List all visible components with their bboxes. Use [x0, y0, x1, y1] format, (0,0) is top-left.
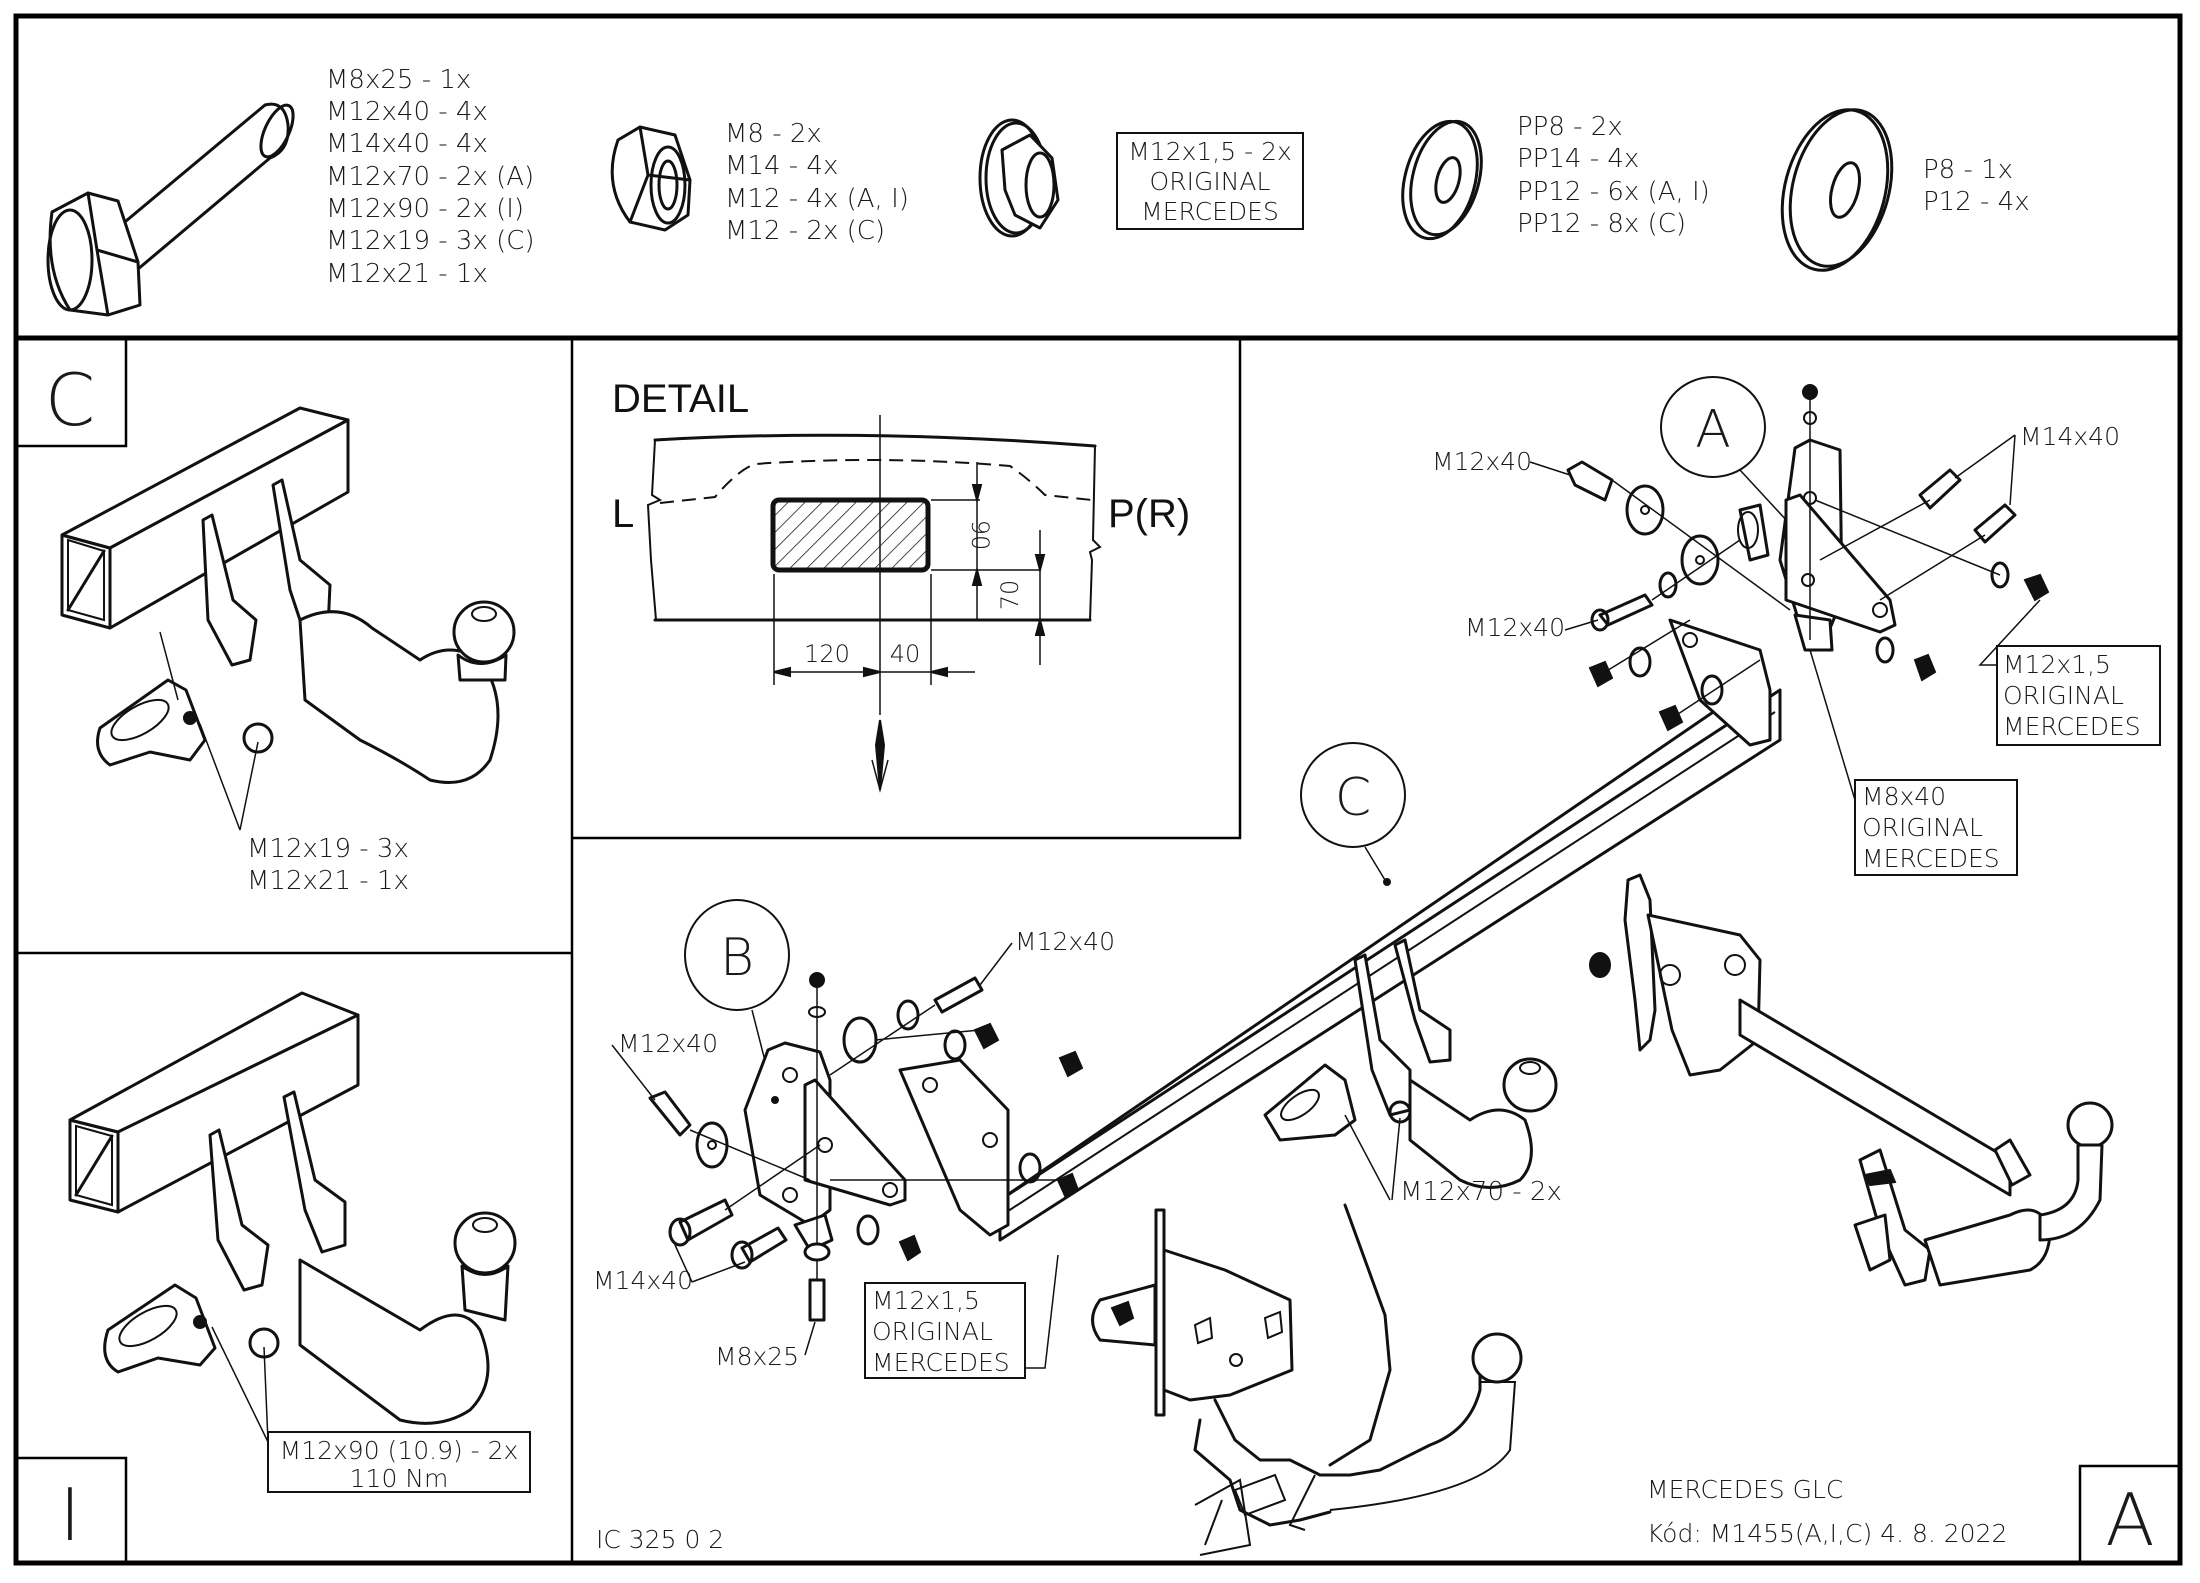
variant-label: A	[2105, 1478, 2154, 1562]
callout-m12x40: M12x40	[1432, 447, 1532, 476]
callout-m12x70: M12x70 - 2x	[1400, 1177, 1562, 1207]
callout-m12x40: M12x40	[1015, 927, 1115, 956]
side-elevation-view	[1091, 1203, 1523, 1556]
callout-line: 110 Nm	[350, 1464, 449, 1493]
bolt-spec: M12x90 - 2x (I)	[326, 194, 524, 224]
dim-left: 120	[804, 640, 850, 668]
detail-title: DETAIL	[612, 377, 749, 421]
small-washer-icon	[1401, 119, 1483, 241]
callout-line: M12x90 (10.9) - 2x	[280, 1436, 519, 1465]
panel-c-towbar-drawing	[60, 406, 516, 831]
washer-spec: P12 - 4x	[1923, 187, 2030, 217]
balloon-a: A	[1660, 376, 1801, 536]
balloon-a-label: A	[1695, 400, 1731, 460]
washer-spec: PP12 - 6x (A, I)	[1517, 177, 1710, 207]
panel-c-label: C	[45, 358, 95, 442]
panel-c-callout: M12x19 - 3x M12x21 - 1x	[247, 834, 409, 896]
flange-nut-icon	[978, 118, 1060, 238]
callout-line: M12x21 - 1x	[247, 866, 409, 896]
box-line: ORIGINAL	[1150, 167, 1271, 196]
drawing-frame	[13, 13, 2183, 1566]
dim-right: 40	[890, 640, 921, 668]
small-washer-specs: PP8 - 2x PP14 - 4x PP12 - 6x (A, I) PP12…	[1517, 112, 1710, 239]
bolt-spec: M12x21 - 1x	[326, 259, 488, 289]
bolt-icon	[46, 102, 295, 317]
bolt-spec: M14x40 - 4x	[326, 129, 488, 159]
box-line: M12x1,5 - 2x	[1128, 137, 1292, 166]
panel-i-label-box: I	[16, 1456, 128, 1563]
panel-i-towbar-drawing	[68, 991, 517, 1443]
bracket-a-assembly	[1566, 384, 2050, 732]
detail-right-label: P(R)	[1108, 492, 1190, 536]
large-washer-icon	[1780, 108, 1894, 272]
hex-nut-icon	[610, 125, 692, 232]
box-line: M12x1,5	[2003, 650, 2111, 679]
drawing-number: IC 325 0 2	[596, 1525, 724, 1554]
panel-i-callout-box: M12x90 (10.9) - 2x 110 Nm	[267, 1431, 531, 1493]
bracket-a-callouts: M12x40 M12x40 M14x40 M12x1,5 ORIGINAL ME…	[1432, 422, 2161, 876]
detail-view: DETAIL L P(R) 90 70 120 40	[612, 377, 1190, 793]
callout-m14x40: M14x40	[593, 1266, 693, 1295]
box-line: MERCEDES	[1141, 197, 1279, 226]
callout-m8x25: M8x25	[715, 1342, 799, 1371]
nut-spec: M12 - 2x (C)	[725, 216, 885, 246]
callout-line: M12x19 - 3x	[247, 834, 409, 864]
bracket-b-callouts: M12x40 M12x40 M14x40 M8x25 M12x1,5 ORIGI…	[593, 927, 1115, 1379]
nut-specs: M8 - 2x M14 - 4x M12 - 4x (A, I) M12 - 2…	[725, 119, 909, 246]
nut-spec: M14 - 4x	[725, 151, 838, 181]
balloon-b-label: B	[720, 928, 754, 988]
panel-c-label-box: C	[16, 338, 128, 448]
vehicle-model: MERCEDES GLC	[1647, 1475, 1843, 1504]
washer-spec: PP12 - 8x (C)	[1517, 209, 1686, 239]
nut-spec: M8 - 2x	[725, 119, 822, 149]
balloon-c-label: C	[1335, 768, 1371, 828]
bolt-specs: M8x25 - 1x M12x40 - 4x M14x40 - 4x M12x7…	[326, 65, 535, 289]
code-and-date: Kód: M1455(A,I,C) 4. 8. 2022	[1647, 1519, 2007, 1548]
dim-height: 90	[966, 520, 994, 551]
box-line: ORIGINAL	[2003, 681, 2124, 710]
box-line: MERCEDES	[872, 1348, 1010, 1377]
washer-spec: P8 - 1x	[1923, 155, 2013, 185]
box-line: M8x40	[1862, 782, 1946, 811]
washer-spec: PP8 - 2x	[1517, 112, 1623, 142]
balloon-c: C	[1300, 742, 1406, 886]
detail-box-border	[572, 338, 1242, 840]
large-washer-specs: P8 - 1x P12 - 4x	[1923, 155, 2030, 217]
callout-m12x40: M12x40	[1465, 613, 1565, 642]
nut-spec: M12 - 4x (A, I)	[725, 184, 909, 214]
panel-i-label: I	[59, 1473, 80, 1557]
bolt-spec: M12x19 - 3x (C)	[326, 226, 535, 256]
box-line: MERCEDES	[1862, 844, 2000, 873]
center-towball-assembly	[1263, 938, 1558, 1201]
bolt-spec: M12x40 - 4x	[326, 97, 488, 127]
box-line: MERCEDES	[2003, 712, 2141, 741]
bolt-spec: M12x70 - 2x (A)	[326, 162, 534, 192]
assembled-towbar-view	[1589, 873, 2114, 1287]
bracket-b-assembly	[648, 972, 1084, 1322]
callout-m12x40: M12x40	[618, 1029, 718, 1058]
callout-m14x40: M14x40	[2020, 422, 2120, 451]
original-mercedes-nut-box: M12x1,5 - 2x ORIGINAL MERCEDES	[1116, 132, 1304, 230]
dim-offset: 70	[996, 580, 1024, 611]
box-line: M12x1,5	[872, 1286, 980, 1315]
detail-left-label: L	[612, 492, 634, 536]
box-line: ORIGINAL	[1862, 813, 1983, 842]
bolt-spec: M8x25 - 1x	[326, 65, 471, 95]
variant-label-box: A	[2078, 1464, 2180, 1563]
washer-spec: PP14 - 4x	[1517, 144, 1639, 174]
box-line: ORIGINAL	[872, 1317, 993, 1346]
